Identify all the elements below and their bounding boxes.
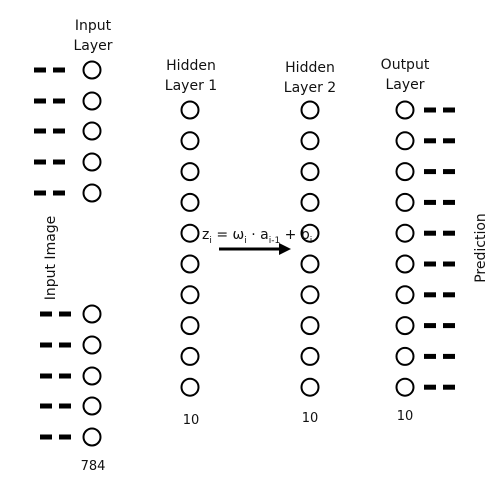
input-layer-label-line2: Layer	[73, 38, 112, 54]
hidden-layer-2-node	[300, 162, 320, 182]
input-pixel-marker	[40, 373, 71, 379]
hidden-layer-2-label-line2: Layer 2	[284, 80, 336, 96]
formula-a: a	[260, 227, 269, 243]
hidden-layer-1-node	[180, 285, 200, 305]
hidden-layer-2-node	[300, 254, 320, 274]
hidden-layer-2-node	[300, 131, 320, 151]
output-node	[395, 285, 415, 305]
formula-a-sub: i-1	[269, 236, 280, 246]
formula-z: z	[202, 227, 209, 243]
hidden-layer-2-nodes	[300, 100, 320, 397]
formula-z-sub: i	[209, 236, 212, 246]
prediction-label: Prediction	[473, 213, 489, 283]
hidden-layer-2-node	[300, 346, 320, 366]
hidden-layer-1-node	[180, 316, 200, 336]
input-node	[82, 335, 102, 355]
output-node	[395, 346, 415, 366]
input-pixel-marker	[34, 190, 65, 196]
input-node	[82, 366, 102, 386]
hidden-layer-2-header: Hidden Layer 2	[284, 60, 336, 96]
input-pixel-marker	[40, 403, 71, 409]
output-class-marker	[424, 169, 455, 175]
hidden-layer-1-header: Hidden Layer 1	[165, 58, 217, 94]
input-node	[82, 152, 102, 172]
input-layer-count: 784	[81, 459, 106, 474]
hidden-layer-2-node	[300, 377, 320, 397]
output-class-marker	[424, 261, 455, 267]
output-node	[395, 254, 415, 274]
input-pixel-marker	[40, 311, 71, 317]
output-class-marker	[424, 230, 455, 236]
input-layer-header: Input Layer	[73, 18, 112, 54]
output-node	[395, 377, 415, 397]
hidden-layer-1-node	[180, 131, 200, 151]
formula-w: ω	[233, 227, 245, 243]
output-layer-count: 10	[397, 409, 414, 424]
output-layer-nodes	[395, 100, 455, 397]
input-pixel-marker	[34, 159, 65, 165]
input-pixel-marker	[40, 434, 71, 440]
output-class-marker	[424, 384, 455, 390]
hidden-layer-1-node	[180, 223, 200, 243]
input-node	[82, 396, 102, 416]
hidden-layer-1-label-line1: Hidden	[166, 58, 216, 74]
output-class-marker	[424, 323, 455, 329]
formula-b-sub: i	[310, 236, 313, 246]
hidden-layer-2-node	[300, 192, 320, 212]
hidden-layer-1-node	[180, 346, 200, 366]
hidden-layer-2-node	[300, 223, 320, 243]
input-node	[82, 183, 102, 203]
output-class-marker	[424, 199, 455, 205]
activation-formula: zi = ωi · ai-1 + bi	[202, 227, 312, 246]
hidden-layer-2-node	[300, 100, 320, 120]
output-class-marker	[424, 107, 455, 113]
input-node	[82, 121, 102, 141]
input-layer-label-line1: Input	[75, 18, 112, 34]
hidden-layer-1-node	[180, 377, 200, 397]
output-node	[395, 100, 415, 120]
hidden-layer-2-node	[300, 316, 320, 336]
input-node	[82, 304, 102, 324]
output-node	[395, 223, 415, 243]
input-image-label: Input Image	[43, 216, 59, 301]
formula-plus: +	[280, 227, 301, 243]
hidden-layer-2-node	[300, 285, 320, 305]
arrow-head	[279, 243, 291, 255]
output-class-marker	[424, 353, 455, 359]
input-node	[82, 427, 102, 447]
formula-b: b	[301, 227, 310, 243]
input-pixel-marker	[34, 67, 65, 73]
hidden-layer-1-count: 10	[183, 413, 200, 428]
formula-dot: ·	[247, 227, 260, 243]
input-node	[82, 91, 102, 111]
hidden-layer-2-count: 10	[302, 411, 319, 426]
output-layer-label-line2: Layer	[385, 77, 424, 93]
hidden-layer-1-node	[180, 192, 200, 212]
input-pixel-marker	[40, 342, 71, 348]
output-node	[395, 192, 415, 212]
hidden-layer-1-label-line2: Layer 1	[165, 78, 217, 94]
formula-eq: =	[212, 227, 233, 243]
input-node	[82, 60, 102, 80]
formula-w-sub: i	[244, 236, 247, 246]
hidden-layer-1-nodes	[180, 100, 200, 397]
output-node	[395, 131, 415, 151]
output-layer-header: Output Layer	[381, 57, 430, 93]
output-node	[395, 162, 415, 182]
input-pixel-marker	[34, 98, 65, 104]
hidden-layer-1-node	[180, 100, 200, 120]
hidden-layer-1-node	[180, 162, 200, 182]
output-class-marker	[424, 292, 455, 298]
output-class-marker	[424, 138, 455, 144]
input-layer-nodes	[34, 60, 102, 447]
output-layer-label-line1: Output	[381, 57, 430, 73]
output-node	[395, 316, 415, 336]
input-pixel-marker	[34, 128, 65, 134]
forward-arrow	[219, 243, 291, 255]
hidden-layer-1-node	[180, 254, 200, 274]
hidden-layer-2-label-line1: Hidden	[285, 60, 335, 76]
